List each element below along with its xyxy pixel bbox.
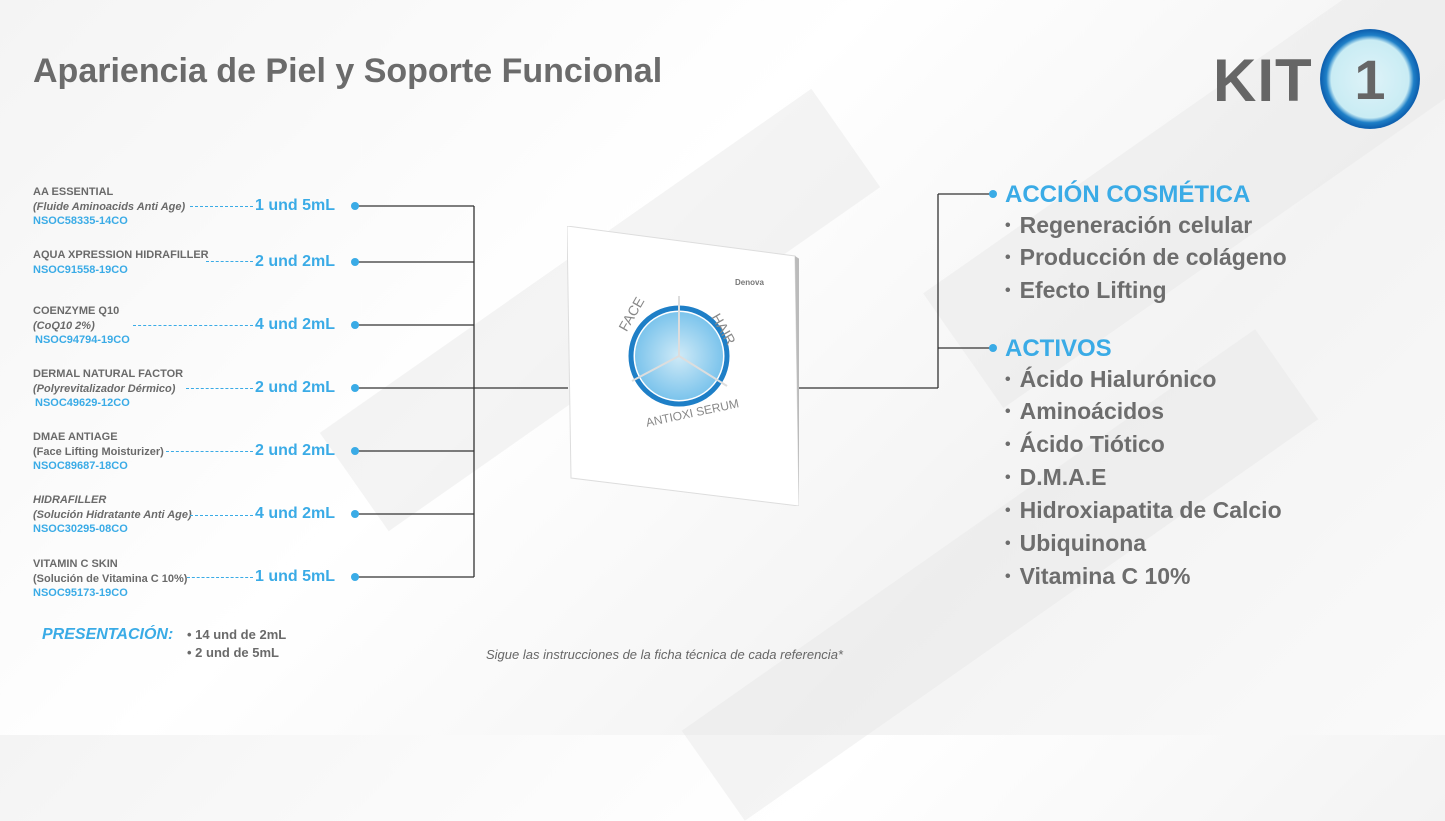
product-code: NSOC94794-19CO — [35, 334, 130, 346]
activo-item: Ácido Tiótico — [1005, 431, 1165, 458]
presentation-item-text: 2 und de 5mL — [195, 645, 279, 660]
product-aqua-xpression: AQUA XPRESSION HIDRAFILLER NSOC91558-19C… — [33, 248, 209, 277]
presentation-item: • 14 und de 2mL — [187, 627, 287, 642]
activo-item: Ubiquinona — [1005, 530, 1146, 557]
activo-item: Ácido Hialurónico — [1005, 366, 1217, 393]
dashed-leader — [190, 515, 253, 516]
product-dmae-antiage: DMAE ANTIAGE (Face Lifting Moisturizer) … — [33, 430, 164, 474]
accion-heading: ACCIÓN COSMÉTICA — [1005, 181, 1251, 208]
product-code: NSOC91558-19CO — [33, 263, 128, 276]
connector-lines — [351, 190, 997, 581]
product-desc: (Solución Hidratante Anti Age) — [33, 508, 192, 521]
presentation-label: PRESENTACIÓN: — [42, 626, 174, 643]
dashed-leader — [166, 451, 253, 452]
product-qty: 2 und 2mL — [255, 253, 336, 270]
product-vitamin-c-skin: VITAMIN C SKIN (Solución de Vitamina C 1… — [33, 557, 187, 601]
product-desc: (Face Lifting Moisturizer) — [33, 445, 164, 458]
product-code: NSOC49629-12CO — [35, 397, 130, 409]
product-box-image: Denova FACE HAIR ANTIOXI SERUM — [566, 225, 803, 508]
product-desc: (Polyrevitalizador Dérmico) — [33, 382, 176, 395]
product-qty: 1 und 5mL — [255, 197, 336, 214]
accion-item: Regeneración celular — [1005, 212, 1253, 239]
product-hidrafiller: HIDRAFILLER (Solución Hidratante Anti Ag… — [33, 493, 192, 537]
dashed-leader — [186, 388, 253, 389]
product-code: NSOC89687-18CO — [33, 460, 128, 472]
product-dermal-natural-factor: DERMAL NATURAL FACTOR (Polyrevitalizador… — [33, 367, 183, 411]
product-name: DMAE ANTIAGE — [33, 431, 118, 443]
activo-item: Aminoácidos — [1005, 398, 1164, 425]
product-qty: 2 und 2mL — [255, 442, 336, 459]
activos-heading: ACTIVOS — [1005, 335, 1112, 362]
product-code: NSOC30295-08CO — [33, 523, 128, 535]
kit-number-badge: 1 — [1320, 29, 1420, 129]
brand-logo: Denova — [735, 278, 764, 287]
product-name: AQUA XPRESSION HIDRAFILLER — [33, 249, 209, 261]
product-qty: 4 und 2mL — [255, 316, 336, 333]
product-name: AA ESSENTIAL — [33, 186, 114, 198]
product-name: VITAMIN C SKIN — [33, 558, 118, 570]
activo-item: Vitamina C 10% — [1005, 563, 1191, 590]
product-desc: (Fluide Aminoacids Anti Age) — [33, 200, 186, 213]
kit-number: 1 — [1354, 48, 1386, 111]
product-code: NSOC95173-19CO — [33, 587, 128, 599]
product-name: DERMAL NATURAL FACTOR — [33, 368, 184, 380]
presentation-item: • 2 und de 5mL — [187, 645, 279, 660]
dashed-leader — [190, 206, 253, 207]
instructions-note: Sigue las instrucciones de la ficha técn… — [486, 647, 843, 662]
product-qty: 1 und 5mL — [255, 568, 336, 585]
product-name: HIDRAFILLER — [33, 494, 107, 506]
product-qty: 2 und 2mL — [255, 379, 336, 396]
dashed-leader — [133, 325, 253, 326]
product-code: NSOC58335-14CO — [33, 215, 128, 227]
kit-label: KIT — [1213, 47, 1313, 114]
accion-item: Producción de colágeno — [1005, 244, 1287, 271]
product-aa-essential: AA ESSENTIAL (Fluide Aminoacids Anti Age… — [33, 185, 185, 229]
dashed-leader — [206, 261, 253, 262]
product-desc: (Solución de Vitamina C 10%) — [33, 572, 188, 585]
activo-item: Hidroxiapatita de Calcio — [1005, 497, 1282, 524]
dashed-leader — [187, 577, 253, 578]
presentation-item-text: 14 und de 2mL — [195, 627, 287, 642]
product-coenzyme-q10: COENZYME Q10 (CoQ10 2%) NSOC94794-19CO — [33, 304, 130, 348]
product-desc: (CoQ10 2%) — [33, 319, 95, 332]
activo-item: D.M.A.E — [1005, 464, 1107, 491]
product-name: COENZYME Q10 — [33, 305, 120, 317]
accion-item: Efecto Lifting — [1005, 277, 1167, 304]
product-qty: 4 und 2mL — [255, 505, 336, 522]
page-title: Apariencia de Piel y Soporte Funcional — [33, 52, 663, 90]
